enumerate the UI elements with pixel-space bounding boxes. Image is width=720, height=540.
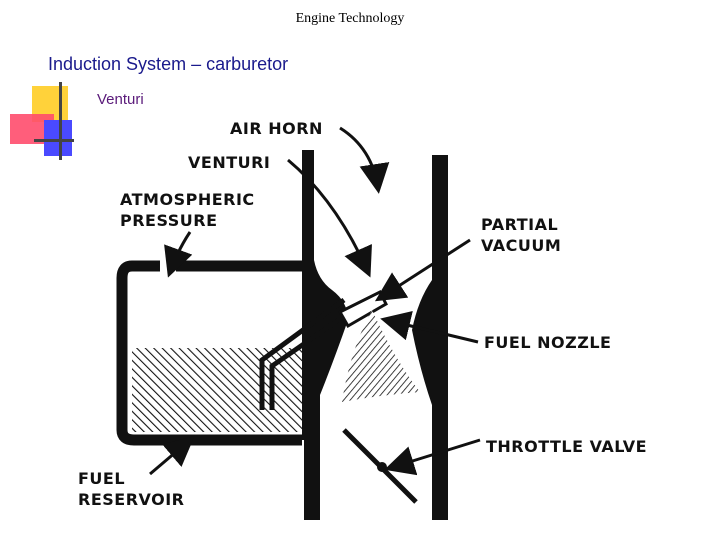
fuel-spray (342, 310, 420, 402)
label-throttle-valve: THROTTLE VALVE (486, 437, 647, 456)
label-air-horn: AIR HORN (230, 119, 323, 138)
arrow-air-horn (339, 126, 390, 194)
label-partial: PARTIAL (481, 215, 558, 234)
right-throat-wall (412, 155, 448, 520)
decorative-vertical-line (59, 82, 62, 160)
label-pressure: PRESSURE (120, 211, 218, 230)
arrow-venturi (287, 158, 372, 278)
arrow-atmospheric (164, 231, 193, 278)
decorative-horizontal-line (34, 139, 74, 142)
slide-header-title: Engine Technology (295, 11, 405, 26)
decorative-blue-square (44, 120, 72, 156)
label-venturi: VENTURI (188, 153, 270, 172)
bullet-venturi: Venturi (97, 91, 144, 108)
label-fuel-nozzle: FUEL NOZZLE (484, 333, 611, 352)
left-throat-wall (302, 150, 348, 520)
section-title: Induction System – carburetor (48, 54, 289, 74)
label-reservoir: RESERVOIR (78, 490, 185, 509)
fuel-pickup-tube (259, 297, 346, 410)
arrow-fuel-reservoir (149, 436, 195, 476)
arrow-throttle-valve (384, 438, 481, 476)
label-fuel: FUEL (78, 469, 125, 488)
throttle-shaft (377, 462, 387, 472)
arrow-partial-vacuum (374, 238, 471, 302)
label-vacuum: VACUUM (481, 236, 561, 255)
arrow-fuel-nozzle (380, 310, 479, 344)
fuel-nozzle-shape (337, 289, 388, 329)
fuel-reservoir-bowl (116, 260, 302, 446)
label-atmospheric: ATMOSPHERIC (120, 190, 255, 209)
